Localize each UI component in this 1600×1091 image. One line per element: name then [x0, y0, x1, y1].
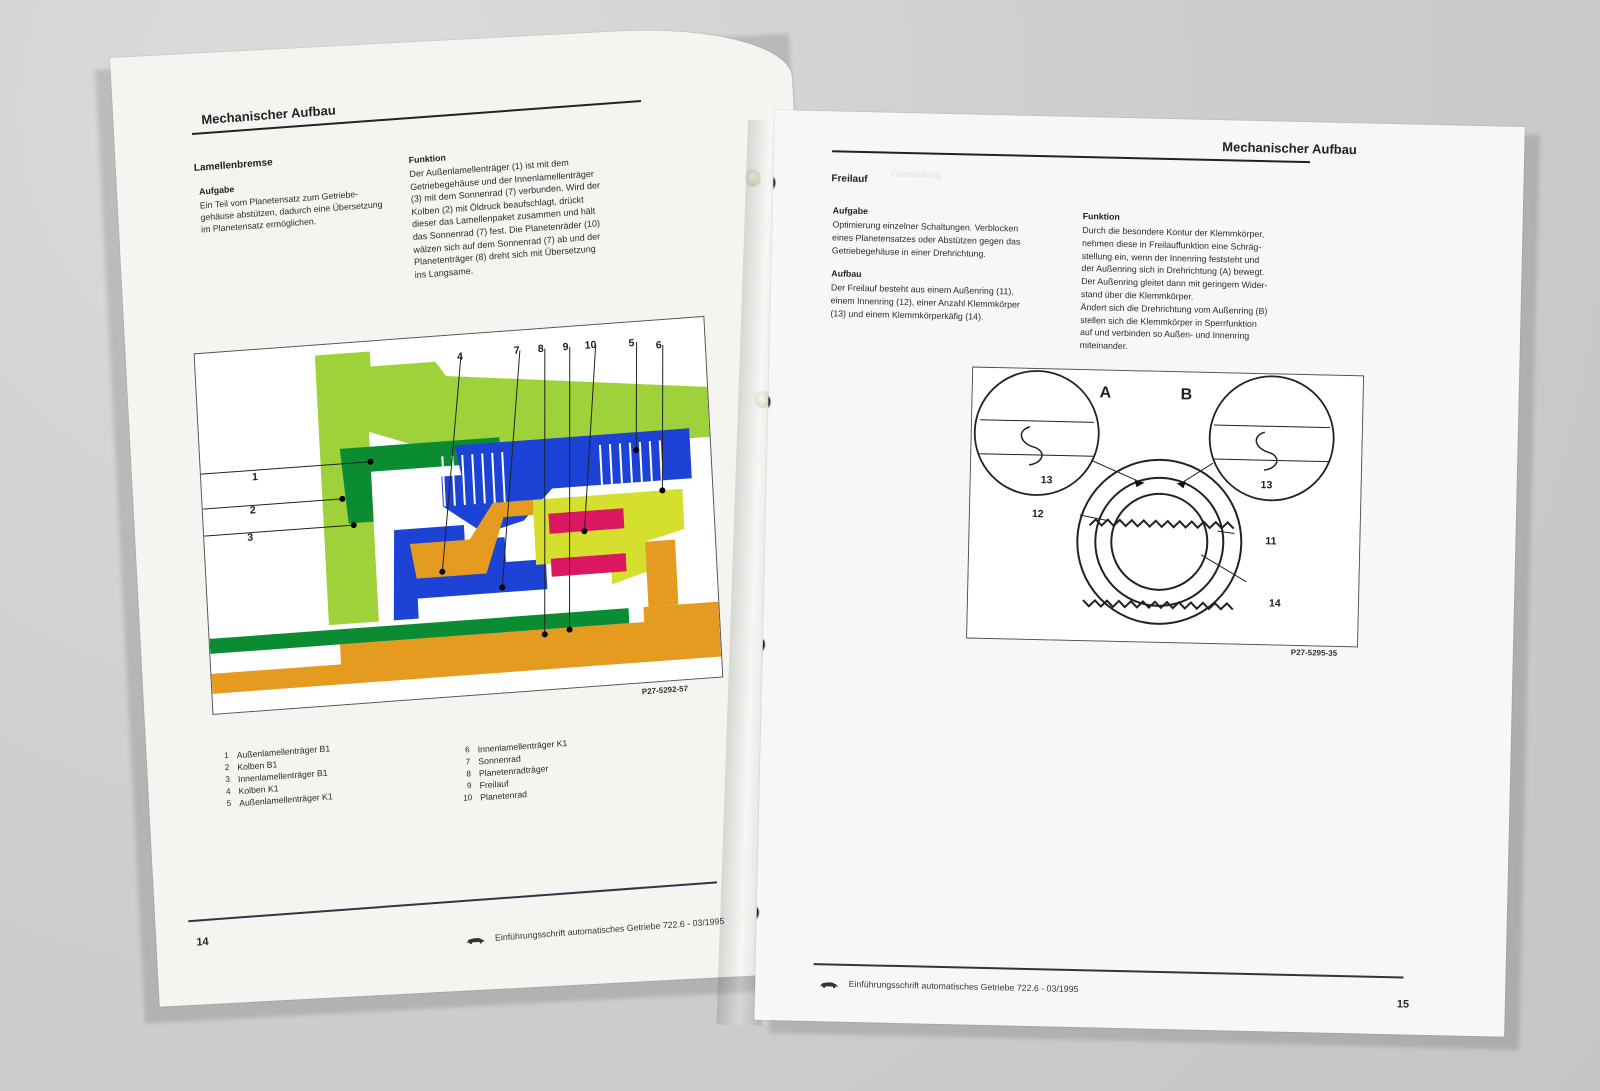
left-page-content: Mechanischer Aufbau Lamellenbremse Aufga…	[150, 42, 795, 965]
freilauf-label-11: 11	[1265, 535, 1277, 548]
left-diagram-code: P27-5292-57	[641, 684, 689, 697]
car-icon	[820, 982, 839, 988]
right-footer-rule	[813, 963, 1404, 979]
right-funktion-text: Durch die besondere Kontur der Klemmkörp…	[1079, 225, 1268, 352]
lamellenbremse-diagram	[193, 315, 724, 715]
freilauf-svg	[967, 367, 1364, 647]
diagram-label-6: 6	[655, 339, 662, 352]
right-page-number: 15	[1396, 998, 1410, 1011]
freilauf-label-a: A	[1099, 384, 1112, 402]
left-page: Mechanischer Aufbau Lamellenbremse Aufga…	[110, 22, 839, 1007]
diagram-label-4: 4	[456, 350, 464, 364]
right-diagram-code: P27-5295-35	[1290, 647, 1338, 658]
left-funktion-title: Funktion	[408, 152, 447, 166]
right-aufgabe-title: Aufgabe	[832, 205, 869, 217]
left-aufgabe-title: Aufgabe	[198, 184, 235, 197]
left-page-number: 14	[196, 935, 209, 949]
diagram-label-5: 5	[628, 337, 635, 350]
diagram-label-3: 3	[246, 531, 254, 544]
freilauf-diagram	[966, 366, 1365, 648]
freilauf-label-12: 12	[1031, 507, 1044, 521]
right-footer: Einführungsschrift automatisches Getrieb…	[818, 978, 1079, 994]
right-page: Mechanischer Aufbau Gleitstellung Freila…	[754, 110, 1525, 1037]
diagram-label-2: 2	[249, 504, 257, 517]
diagram-label-7: 7	[513, 344, 521, 357]
diagram-label-8: 8	[537, 342, 544, 356]
bleed-through-text: Gleitstellung	[891, 168, 942, 180]
right-page-content: Mechanischer Aufbau Gleitstellung Freila…	[754, 123, 1443, 1017]
diagram-label-9: 9	[562, 340, 569, 354]
car-icon	[466, 937, 485, 944]
freilauf-label-14: 14	[1268, 597, 1281, 610]
freilauf-title: Freilauf	[831, 173, 868, 186]
right-aufgabe-text: Optimierung einzelner Schaltungen. Verbl…	[831, 219, 1021, 259]
right-page-header: Mechanischer Aufbau	[1222, 139, 1358, 158]
freilauf-label-b: B	[1180, 386, 1193, 404]
left-footer: Einführungsschrift automatisches Getrieb…	[464, 916, 725, 945]
left-footer-rule	[188, 881, 718, 923]
diagram-label-10: 10	[584, 338, 597, 352]
right-aufbau-title: Aufbau	[831, 268, 862, 280]
freilauf-label-13-left: 13	[1040, 474, 1053, 487]
freilauf-label-13-right: 13	[1260, 479, 1273, 492]
diagram-label-1: 1	[251, 470, 259, 484]
lamellenbremse-title: Lamellenbremse	[193, 157, 273, 174]
right-funktion-title: Funktion	[1082, 211, 1120, 222]
lamellenbremse-svg	[194, 316, 723, 714]
left-funktion-text: Der Außenlamellenträger (1) ist mit dem …	[409, 157, 601, 280]
right-aufbau-text: Der Freilauf besteht aus einem Außenring…	[830, 282, 1021, 322]
